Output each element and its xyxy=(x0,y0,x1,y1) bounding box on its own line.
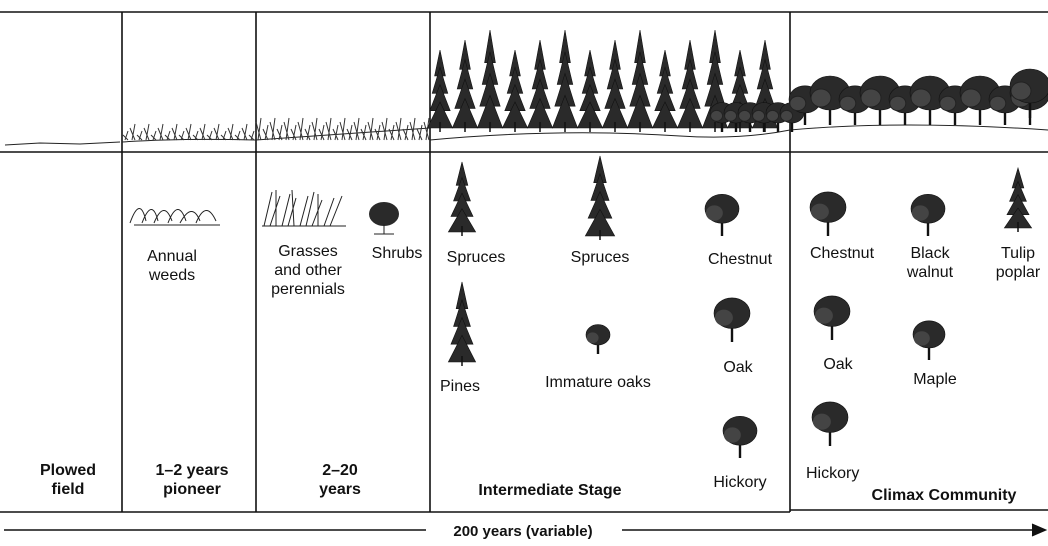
scene-grass xyxy=(123,118,429,140)
grass-tuft-icon xyxy=(340,118,345,140)
grass-tuft-icon xyxy=(375,125,380,140)
conifer-icon xyxy=(652,50,677,132)
stage-label-intermediate: Intermediate Stage xyxy=(478,481,621,500)
oak-icon xyxy=(814,296,850,340)
grass-tuft-icon xyxy=(165,131,170,140)
plant-label-oak-intermediate: Oak xyxy=(723,358,752,377)
grass-tuft-icon xyxy=(221,131,226,140)
plowed-ground xyxy=(5,142,120,145)
grass-tuft-icon xyxy=(186,124,191,140)
weeds-icon xyxy=(130,208,220,225)
immature-oak-icon xyxy=(586,325,610,354)
grass-tuft-icon xyxy=(200,124,205,140)
plant-label-spruces-2: Spruces xyxy=(571,248,630,267)
grass-icon xyxy=(262,190,346,226)
grass-tuft-icon xyxy=(382,118,387,140)
conifer-icon xyxy=(502,50,527,132)
plant-label-maple: Maple xyxy=(913,370,957,389)
tulip-poplar-icon xyxy=(1004,168,1031,232)
grass-tuft-icon xyxy=(326,118,331,140)
conifer-icon xyxy=(552,30,577,132)
grass-tuft-icon xyxy=(333,125,338,140)
plant-label-immature-oaks: Immature oaks xyxy=(545,373,651,392)
grass-tuft-icon xyxy=(368,118,373,140)
grass-tuft-icon xyxy=(137,131,142,140)
grass-tuft-icon xyxy=(214,124,219,140)
grass-tuft-icon xyxy=(172,124,177,140)
grass-tuft-icon xyxy=(242,124,247,140)
grass-tuft-icon xyxy=(319,125,324,140)
grass-tuft-icon xyxy=(207,131,212,140)
grass-tuft-icon xyxy=(130,124,135,140)
conifer-icon xyxy=(427,50,452,132)
oak-icon xyxy=(714,298,750,342)
stage-label-climax: Climax Community xyxy=(872,486,1017,505)
grass-tuft-icon xyxy=(417,125,422,140)
grass-tuft-icon xyxy=(123,131,128,140)
grass-tuft-icon xyxy=(179,131,184,140)
spruce-icon xyxy=(585,156,614,240)
tree-icon xyxy=(1010,69,1048,118)
grass-tuft-icon xyxy=(403,125,408,140)
stage-label-plowed-field: Plowed field xyxy=(40,461,96,499)
grass-tuft-icon xyxy=(354,118,359,140)
grass-tuft-icon xyxy=(347,125,352,140)
plant-label-grasses: Grasses and other perennials xyxy=(271,242,345,299)
stage-label-pioneer: 1–2 years pioneer xyxy=(156,461,229,499)
chestnut-icon xyxy=(705,194,739,236)
plant-label-annual-weeds: Annual weeds xyxy=(147,247,197,285)
grass-tuft-icon xyxy=(235,131,240,140)
grass-tuft-icon xyxy=(193,131,198,140)
grass-tuft-icon xyxy=(270,118,275,140)
grass-tuft-icon xyxy=(284,118,289,140)
plant-label-chestnut-intermediate: Chestnut xyxy=(708,250,772,269)
grass-tuft-icon xyxy=(424,118,429,140)
conifer-icon xyxy=(477,30,502,132)
plant-label-black-walnut: Black walnut xyxy=(907,244,953,282)
grass-tuft-icon xyxy=(249,131,254,140)
pine-icon xyxy=(448,282,475,366)
plant-label-hickory-intermediate: Hickory xyxy=(713,473,766,492)
plant-label-oak-climax: Oak xyxy=(823,355,852,374)
grass-tuft-icon xyxy=(144,124,149,140)
shrub-icon xyxy=(369,202,399,234)
black-walnut-icon xyxy=(911,194,945,236)
timeline-label: 200 years (variable) xyxy=(453,522,592,541)
scene-trees xyxy=(427,30,1048,132)
stage-label-early-perennials: 2–20 years xyxy=(319,461,361,499)
grass-tuft-icon xyxy=(151,131,156,140)
arrowhead-icon xyxy=(1032,524,1046,536)
plant-label-chestnut-climax: Chestnut xyxy=(810,244,874,263)
plant-label-hickory-climax: Hickory xyxy=(806,464,859,483)
hickory-icon xyxy=(812,402,848,446)
plant-icons xyxy=(130,156,1032,458)
conifer-icon xyxy=(677,40,702,132)
grass-tuft-icon xyxy=(228,124,233,140)
grass-tuft-icon xyxy=(312,118,317,140)
conifer-icon xyxy=(627,30,652,132)
chestnut-icon xyxy=(810,192,846,236)
conifer-icon xyxy=(577,50,602,132)
conifer-icon xyxy=(602,40,627,132)
maple-icon xyxy=(913,321,945,360)
plant-label-spruces-1: Spruces xyxy=(447,248,506,267)
hickory-icon xyxy=(723,416,757,458)
landscape-scene xyxy=(5,30,1048,145)
grass-tuft-icon xyxy=(158,124,163,140)
plant-label-tulip-poplar: Tulip poplar xyxy=(996,244,1040,282)
grass-tuft-icon xyxy=(277,125,282,140)
spruce-icon xyxy=(448,162,475,236)
conifer-icon xyxy=(527,40,552,132)
conifer-icon xyxy=(452,40,477,132)
plant-label-shrubs: Shrubs xyxy=(372,244,423,263)
grass-tuft-icon xyxy=(305,125,310,140)
grass-tuft-icon xyxy=(389,125,394,140)
grass-tuft-icon xyxy=(263,125,268,140)
plant-label-pines: Pines xyxy=(440,377,480,396)
grass-tuft-icon xyxy=(396,118,401,140)
